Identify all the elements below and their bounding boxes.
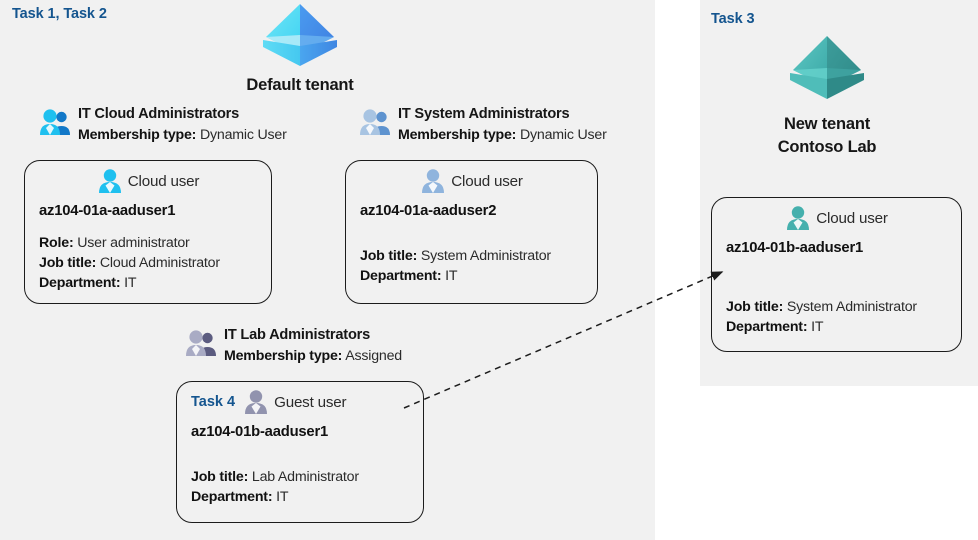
card-attr-department: Department: IT [39,273,271,293]
card-attr-job-title: Job title: Cloud Administrator [39,253,271,273]
group-membership-type: Membership type: Dynamic User [78,125,287,146]
card-user-type: Cloud user [816,209,888,227]
group-title: IT Cloud Administrators [78,106,240,122]
user-card-aaduser1b[interactable]: Cloud user az104-01b-aaduser1 Job title:… [711,197,962,352]
card-attr-job-title: Job title: Lab Administrator [191,467,423,487]
card-attr-value: User administrator [77,235,190,251]
card-attr-label: Job title: [726,299,784,315]
card-user-type: Guest user [274,393,347,411]
card-attr-department: Department: IT [191,487,423,507]
new-tenant-caption-line2: Contoso Lab [777,138,877,157]
card-attr-label: Department: [191,489,273,506]
group-users-icon [186,330,216,356]
card-user-name: az104-01b-aaduser1 [191,424,329,440]
card-header: Task 4 Guest user [177,382,423,415]
task-1-2-label: Task 1, Task 2 [12,6,107,22]
group-text: IT Lab Administrators Membership type: A… [224,325,402,367]
card-attr-department: Department: IT [726,317,961,337]
user-card-aaduser2[interactable]: Cloud user az104-01a-aaduser2 Job title:… [345,160,598,304]
group-membership-label: Membership type: [78,127,197,144]
task-3-label: Task 3 [711,11,755,27]
group-membership-value: Dynamic User [199,127,287,144]
group-users-icon [360,109,390,135]
card-attr-label: Department: [360,268,442,285]
card-attr-value: System Administrator [786,299,917,315]
card-header: Cloud user [346,161,597,194]
card-attr-label: Department: [726,319,808,336]
card-attr-value: IT [276,489,289,506]
card-attributes: Job title: Lab Administrator Department:… [177,467,423,507]
card-attr-label: Department: [39,275,121,292]
group-title: IT Lab Administrators [224,327,371,343]
card-attr-value: Lab Administrator [251,469,359,485]
group-membership-label: Membership type: [224,348,343,365]
azure-tenant-pyramid-icon [790,36,864,99]
default-tenant-panel [0,0,655,540]
new-tenant-caption: New tenant Contoso Lab [706,113,948,160]
card-attr-job-title: Job title: System Administrator [360,246,597,266]
group-membership-value: Dynamic User [519,127,607,144]
group-users-icon [40,109,70,135]
card-attributes: Role: User administrator Job title: Clou… [25,233,271,293]
user-card-aaduser1[interactable]: Cloud user az104-01a-aaduser1 Role: User… [24,160,272,304]
group-membership-label: Membership type: [398,127,517,144]
card-attr-label: Job title: [191,469,249,485]
group-title: IT System Administrators [398,106,570,122]
card-header: Cloud user [25,161,271,194]
azure-tenant-pyramid-icon [263,4,337,66]
card-attr-department: Department: IT [360,266,597,286]
user-card-guestuser[interactable]: Task 4 Guest user az104-01b-aaduser1 Job… [176,381,424,523]
card-attr-label: Job title: [39,255,97,272]
card-attr-value: IT [124,275,137,292]
card-user-type: Cloud user [451,172,523,190]
card-attributes: Job title: System Administrator Departme… [346,246,597,286]
group-membership-value: Assigned [345,348,402,365]
card-attr-job-title: Job title: System Administrator [726,297,961,317]
card-user-name: az104-01b-aaduser1 [726,240,864,256]
cloud-user-icon [787,206,810,230]
group-it-cloud-administrators[interactable]: IT Cloud Administrators Membership type:… [38,104,287,146]
group-text: IT Cloud Administrators Membership type:… [78,104,287,146]
group-membership-type: Membership type: Dynamic User [398,125,607,146]
group-text: IT System Administrators Membership type… [398,104,607,146]
card-attr-value: Cloud Administrator [99,255,220,272]
default-tenant-block: Default tenant [220,2,380,95]
default-tenant-caption: Default tenant [246,76,354,94]
card-attr-role: Role: User administrator [39,233,271,253]
group-it-system-administrators[interactable]: IT System Administrators Membership type… [358,104,607,146]
card-attr-value: IT [445,268,458,285]
card-header: Cloud user [712,198,961,231]
card-user-name: az104-01a-aaduser2 [360,203,497,219]
card-user-type: Cloud user [127,172,200,190]
group-membership-type: Membership type: Assigned [224,346,402,367]
group-it-lab-administrators[interactable]: IT Lab Administrators Membership type: A… [184,325,402,367]
new-tenant-block: New tenant Contoso Lab [706,33,948,160]
guest-user-icon [245,390,268,414]
new-tenant-caption-line1: New tenant [783,115,870,133]
cloud-user-icon [98,169,121,193]
card-attr-value: System Administrator [420,248,551,264]
card-attributes: Job title: System Administrator Departme… [712,297,961,337]
card-attr-label: Job title: [360,248,418,264]
card-user-name: az104-01a-aaduser1 [39,203,176,219]
card-attr-label: Role: [39,235,74,251]
task-4-label: Task 4 [191,394,236,410]
card-attr-value: IT [811,319,824,336]
cloud-user-icon [422,169,445,193]
